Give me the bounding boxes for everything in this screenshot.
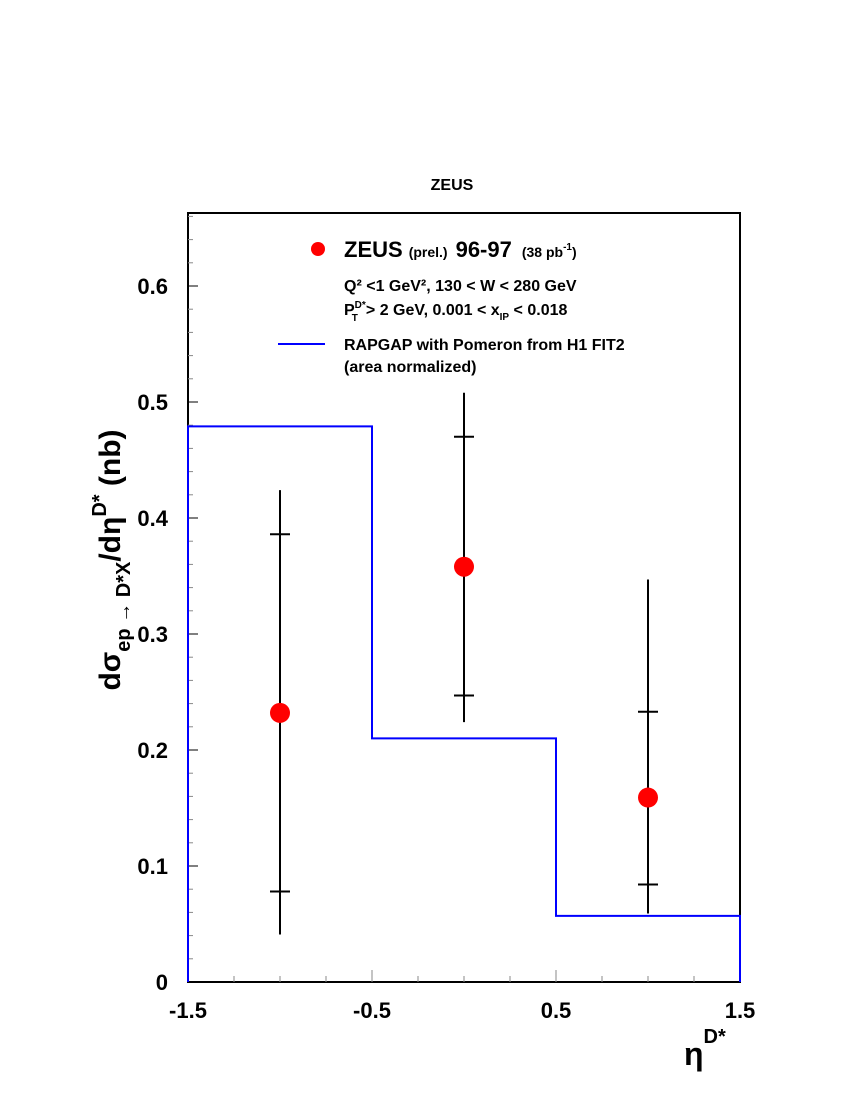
svg-text:PD*T> 2 GeV, 0.001 < xIP < 0.0: PD*T> 2 GeV, 0.001 < xIP < 0.018 [344,300,567,324]
y-tick-label: 0.6 [137,274,168,299]
data-point [638,787,658,808]
data-point [270,702,290,723]
x-tick-label: 0.5 [541,998,572,1023]
svg-text:Q² <1 GeV², 130 < W < 280 GeV: Q² <1 GeV², 130 < W < 280 GeV [344,278,577,295]
svg-text:RAPGAP with Pomeron from H1 FI: RAPGAP with Pomeron from H1 FIT2 [344,337,625,354]
y-tick-label: 0.5 [137,390,168,415]
x-tick-label: -1.5 [169,998,207,1023]
y-tick-label: 0.3 [137,622,168,647]
y-tick-label: 0.2 [137,738,168,763]
legend: ZEUS(prel.)96-97(38 pb-1) Q² <1 GeV², 130… [278,237,625,376]
data-points [270,392,658,935]
svg-text:dσep → D*X/dηD* (nb): dσep → D*X/dηD* (nb) [89,429,135,690]
rapgap-histogram [187,425,741,982]
y-tick-label: 0.4 [137,506,168,531]
data-point [454,556,474,577]
y-axis-label: dσep → D*X/dηD* (nb) [89,429,135,690]
y-tick-label: 0 [156,970,168,995]
svg-text:ZEUS(prel.)96-97(38 pb-1): ZEUS(prel.)96-97(38 pb-1) [344,237,577,262]
x-tick-label: -0.5 [353,998,391,1023]
svg-text:ηD*: ηD* [684,1026,726,1072]
svg-text:(area normalized): (area normalized) [344,359,476,376]
x-tick-label: 1.5 [725,998,756,1023]
y-tick-label: 0.1 [137,854,168,879]
chart-title: ZEUS [431,177,474,194]
x-axis-label: ηD* [684,1026,726,1072]
legend-marker-icon [311,242,325,256]
axis-ticks: 0 0.1 0.2 0.3 0.4 0.5 0.6 -1.5 -0.5 0.5 1.5 [137,215,756,1023]
